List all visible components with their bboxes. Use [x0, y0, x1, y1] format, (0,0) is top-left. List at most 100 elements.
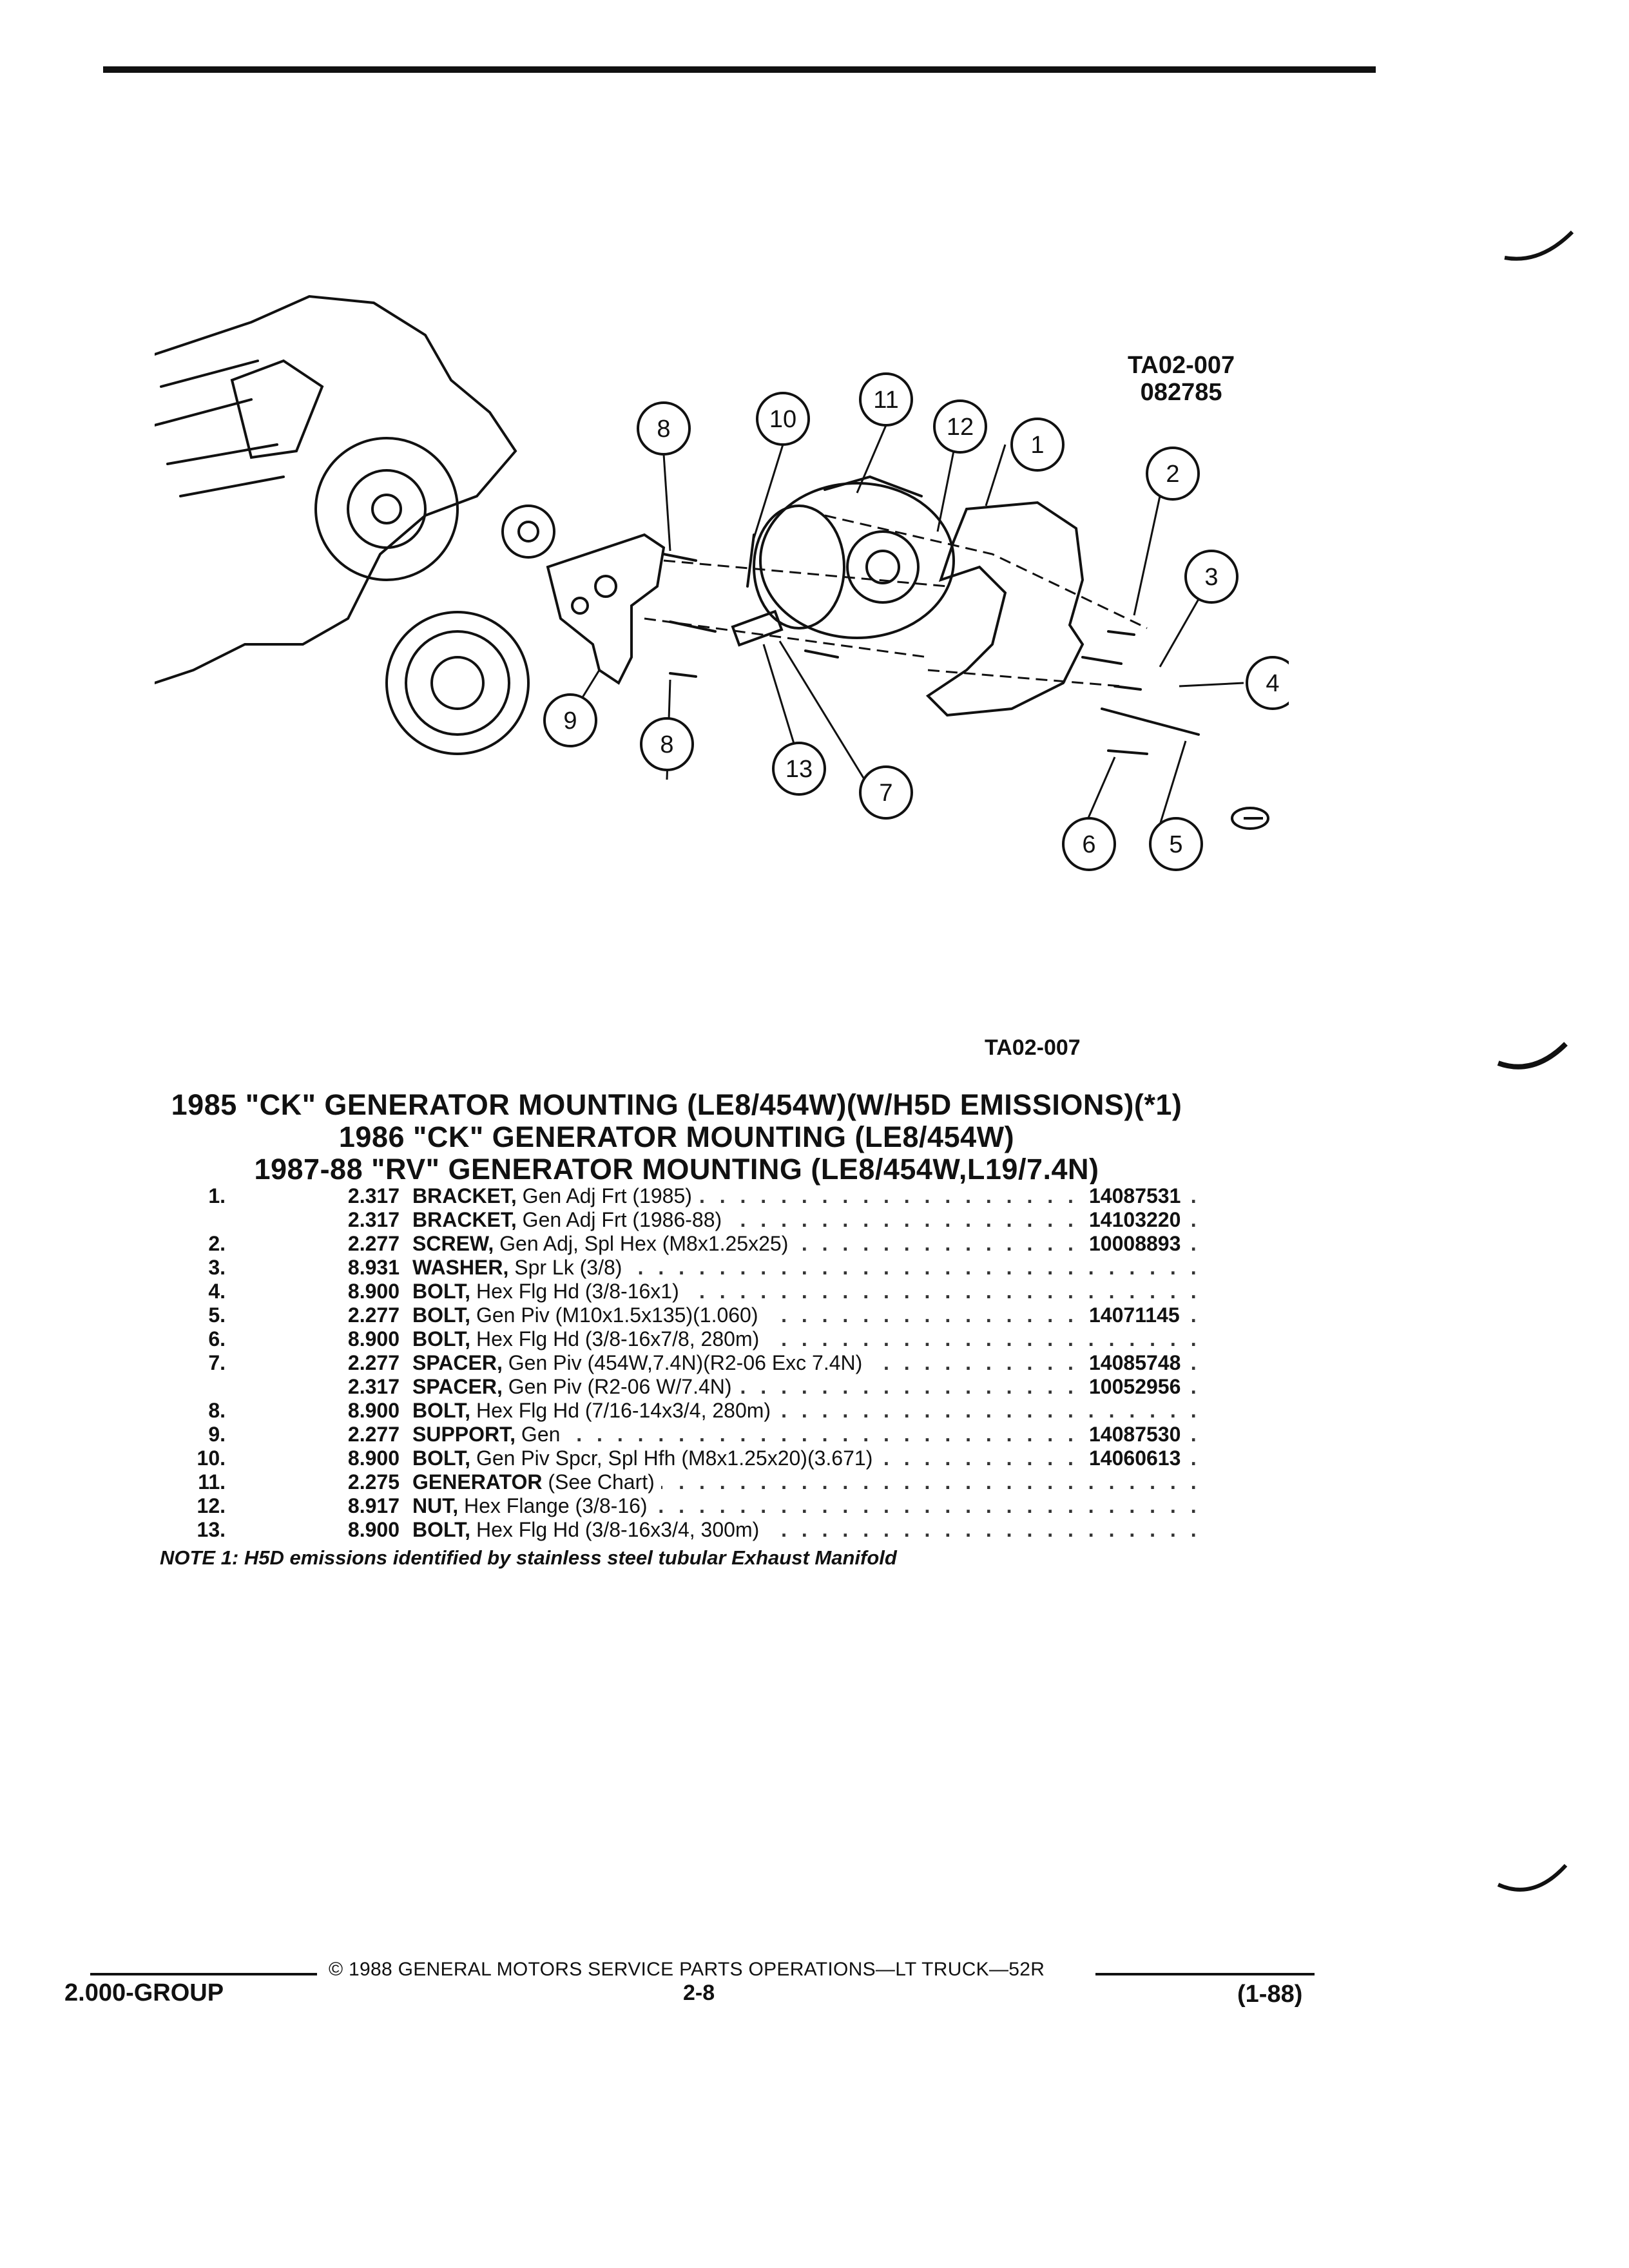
part-description: . . . . . . . . . . . . . . . . . . . . … — [412, 1399, 1211, 1423]
callout-8-bottom: 8 — [660, 731, 673, 758]
callout-12: 12 — [947, 414, 974, 441]
part-group-number: 8.900 — [347, 1399, 400, 1422]
part-description-text: BOLT, Gen Piv (M10x1.5x135)(1.060) — [412, 1303, 765, 1327]
part-description-text: SPACER, Gen Piv (454W,7.4N)(R2-06 Exc 7.… — [412, 1351, 869, 1374]
callout-1: 1 — [1030, 432, 1044, 459]
part-number: 10052956 — [1083, 1375, 1181, 1399]
footer-rule-right — [1095, 1973, 1315, 1975]
part-number: 14085748 — [1083, 1351, 1181, 1375]
parts-row: 5.2.277. . . . . . . . . . . . . . . . .… — [155, 1303, 1237, 1327]
part-name: WASHER, — [412, 1256, 509, 1279]
part-ref-number: 6. — [208, 1327, 226, 1350]
part-group-number: 2.277 — [347, 1423, 400, 1446]
part-ref-number: 3. — [208, 1256, 226, 1279]
part-description-text: SPACER, Gen Piv (R2-06 W/7.4N) — [412, 1375, 738, 1398]
part-group-number: 8.931 — [347, 1256, 400, 1279]
part-ref-number: 2. — [208, 1232, 226, 1255]
part-group-number: 2.317 — [347, 1375, 400, 1398]
part-description-text: SUPPORT, Gen — [412, 1423, 567, 1446]
part-description: . . . . . . . . . . . . . . . . . . . . … — [412, 1518, 1211, 1542]
section-titles: 1985 "CK" GENERATOR MOUNTING (LE8/454W)(… — [97, 1089, 1257, 1186]
part-description-text: GENERATOR (See Chart) — [412, 1470, 661, 1494]
footer-page-number: 2-8 — [683, 1981, 715, 2005]
parts-row: 10.8.900. . . . . . . . . . . . . . . . … — [155, 1446, 1237, 1470]
callout-3: 3 — [1204, 564, 1218, 591]
callout-8-top: 8 — [657, 416, 670, 443]
part-number: 14060613 — [1083, 1446, 1181, 1470]
part-ref-number: 13. — [197, 1518, 226, 1541]
part-group-number: 8.900 — [347, 1327, 400, 1350]
part-ref-number: 8. — [208, 1399, 226, 1422]
part-description-text: SCREW, Gen Adj, Spl Hex (M8x1.25x25) — [412, 1232, 795, 1255]
footer-rule-left — [90, 1973, 317, 1975]
parts-row: 9.2.277. . . . . . . . . . . . . . . . .… — [155, 1423, 1237, 1446]
part-detail: Gen Adj Frt (1985) — [516, 1184, 692, 1207]
part-group-number: 8.900 — [347, 1446, 400, 1470]
part-group-number: 2.277 — [347, 1232, 400, 1255]
part-detail: Gen Adj, Spl Hex (M8x1.25x25) — [494, 1232, 789, 1255]
part-detail: (See Chart) — [542, 1470, 655, 1494]
part-detail: Gen Adj Frt (1986-88) — [516, 1208, 722, 1231]
part-group-number: 2.317 — [347, 1184, 400, 1207]
title-line-1: 1985 "CK" GENERATOR MOUNTING (LE8/454W)(… — [171, 1088, 1182, 1121]
part-name: BOLT, — [412, 1327, 471, 1350]
parts-row: 6. 8.900 . . . . . . . . . . . . . . . . .… — [155, 1327, 1237, 1351]
footer-date: (1-88) — [1237, 1981, 1303, 2008]
part-description-text: BOLT, Hex Flg Hd (3/8-16x7/8, 280m) — [412, 1327, 766, 1350]
part-description: . . . . . . . . . . . . . . . . . . . . … — [412, 1327, 1211, 1351]
part-number: 14071145 — [1083, 1303, 1180, 1327]
part-description-text: BOLT, Hex Flg Hd (7/16-14x3/4, 280m) — [412, 1399, 778, 1422]
part-group-number: 2.277 — [347, 1303, 400, 1327]
scan-mark-3 — [1497, 1863, 1568, 1892]
part-description-text: WASHER, Spr Lk (3/8) — [412, 1256, 629, 1279]
callout-4: 4 — [1266, 670, 1279, 697]
part-name: BOLT, — [412, 1446, 471, 1470]
callout-2: 2 — [1166, 461, 1179, 488]
gm-logo-icon — [1231, 807, 1269, 830]
part-detail: Gen Piv (454W,7.4N)(R2-06 Exc 7.4N) — [502, 1351, 863, 1374]
part-description: . . . . . . . . . . . . . . . . . . . . … — [412, 1208, 1211, 1232]
parts-row: 8. 8.900 . . . . . . . . . . . . . . . . .… — [155, 1399, 1237, 1423]
part-name: BRACKET, — [412, 1184, 517, 1207]
parts-row: 12.8.917. . . . . . . . . . . . . . . . … — [155, 1494, 1237, 1518]
part-detail: Gen — [516, 1423, 561, 1446]
part-detail: Hex Flg Hd (3/8-16x7/8, 280m) — [470, 1327, 760, 1350]
title-line-2: 1986 "CK" GENERATOR MOUNTING (LE8/454W) — [338, 1120, 1015, 1153]
part-detail: Spr Lk (3/8) — [508, 1256, 622, 1279]
part-number: 14087530 — [1083, 1423, 1181, 1446]
callout-10: 10 — [769, 406, 796, 433]
part-name: SCREW, — [412, 1232, 494, 1255]
footer-group: 2.000-GROUP — [64, 1979, 224, 2006]
exploded-diagram: 8 10 11 12 1 2 3 4 5 6 7 13 8 9 — [155, 284, 1289, 889]
title-line-3: 1987-88 "RV" GENERATOR MOUNTING (LE8/454… — [254, 1153, 1099, 1186]
part-description: . . . . . . . . . . . . . . . . . . . . … — [412, 1303, 1211, 1327]
part-group-number: 8.917 — [347, 1494, 400, 1517]
footer-copyright: © 1988 GENERAL MOTORS SERVICE PARTS OPER… — [329, 1959, 1045, 1980]
callout-6: 6 — [1082, 831, 1095, 858]
part-name: BOLT, — [412, 1399, 471, 1422]
part-ref-number: 1. — [208, 1184, 226, 1207]
part-ref-number: 10. — [197, 1446, 226, 1470]
figure-reference: TA02-007 — [985, 1035, 1081, 1060]
parts-row: 1.2.317. . . . . . . . . . . . . . . . .… — [155, 1184, 1237, 1208]
parts-row: 2.317. . . . . . . . . . . . . . . . . .… — [155, 1208, 1237, 1232]
part-description: . . . . . . . . . . . . . . . . . . . . … — [412, 1494, 1211, 1518]
parts-row: 7.2.277. . . . . . . . . . . . . . . . .… — [155, 1351, 1237, 1375]
part-name: BOLT, — [412, 1518, 471, 1541]
part-group-number: 8.900 — [347, 1280, 400, 1303]
part-description-text: BRACKET, Gen Adj Frt (1986-88) — [412, 1208, 729, 1231]
callout-9: 9 — [563, 707, 577, 735]
parts-row: 13.8.900. . . . . . . . . . . . . . . . … — [155, 1518, 1237, 1542]
callout-13: 13 — [786, 756, 813, 783]
top-rule — [103, 66, 1376, 73]
part-name: BRACKET, — [412, 1208, 517, 1231]
part-description-text: BOLT, Hex Flg Hd (3/8-16x3/4, 300m) — [412, 1518, 766, 1541]
part-description-text: BOLT, Gen Piv Spcr, Spl Hfh (M8x1.25x20)… — [412, 1446, 880, 1470]
figure-date-code: 082785 — [1140, 379, 1222, 406]
part-name: NUT, — [412, 1494, 459, 1517]
part-description-text: BOLT, Hex Flg Hd (3/8-16x1) — [412, 1280, 686, 1303]
part-description-text: BRACKET, Gen Adj Frt (1985) — [412, 1184, 699, 1207]
part-detail: Gen Piv Spcr, Spl Hfh (M8x1.25x20)(3.671… — [470, 1446, 873, 1470]
part-detail: Hex Flg Hd (3/8-16x1) — [470, 1280, 679, 1303]
part-description: . . . . . . . . . . . . . . . . . . . . … — [412, 1423, 1211, 1446]
